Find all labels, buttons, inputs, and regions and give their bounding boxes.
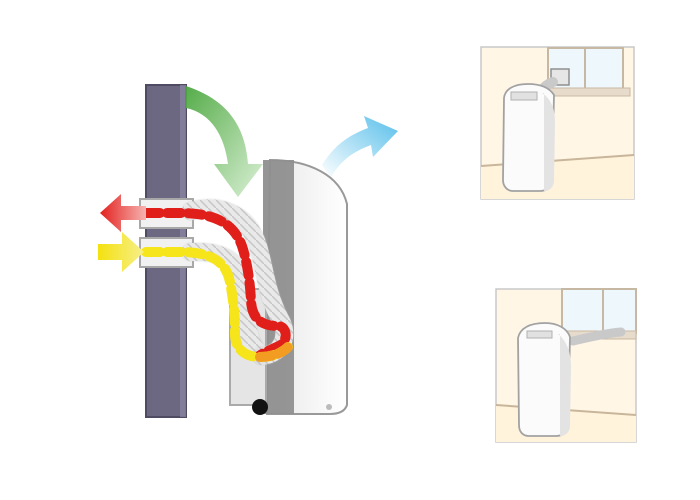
bottom-ac-top-vent [526,330,553,339]
orange-dashed-flow [255,342,293,362]
bottom-window-hose [568,327,626,346]
ac-wheel-left [252,399,268,415]
red-dashed-flow [141,208,291,361]
lower-hose-outline [181,241,271,365]
main-diagram [98,84,398,418]
bottom-ac-unit-side [558,334,571,436]
hot-air-exhaust-flow [100,194,291,361]
red-exhaust-arrow [100,194,146,232]
bottom-window [561,288,637,334]
top-ac-unit-side [542,93,555,191]
room-air-intake-arrow [186,86,263,197]
ac-wheel-right [326,404,332,410]
room-scene-top [480,46,635,200]
lower-hose [182,242,270,364]
cool-air-outlet-arrow [322,116,398,178]
top-ac-top-vent [510,91,538,101]
room-scene-bottom [495,288,637,443]
outside-air-intake-flow [98,232,293,363]
yellow-intake-arrow [98,232,144,272]
